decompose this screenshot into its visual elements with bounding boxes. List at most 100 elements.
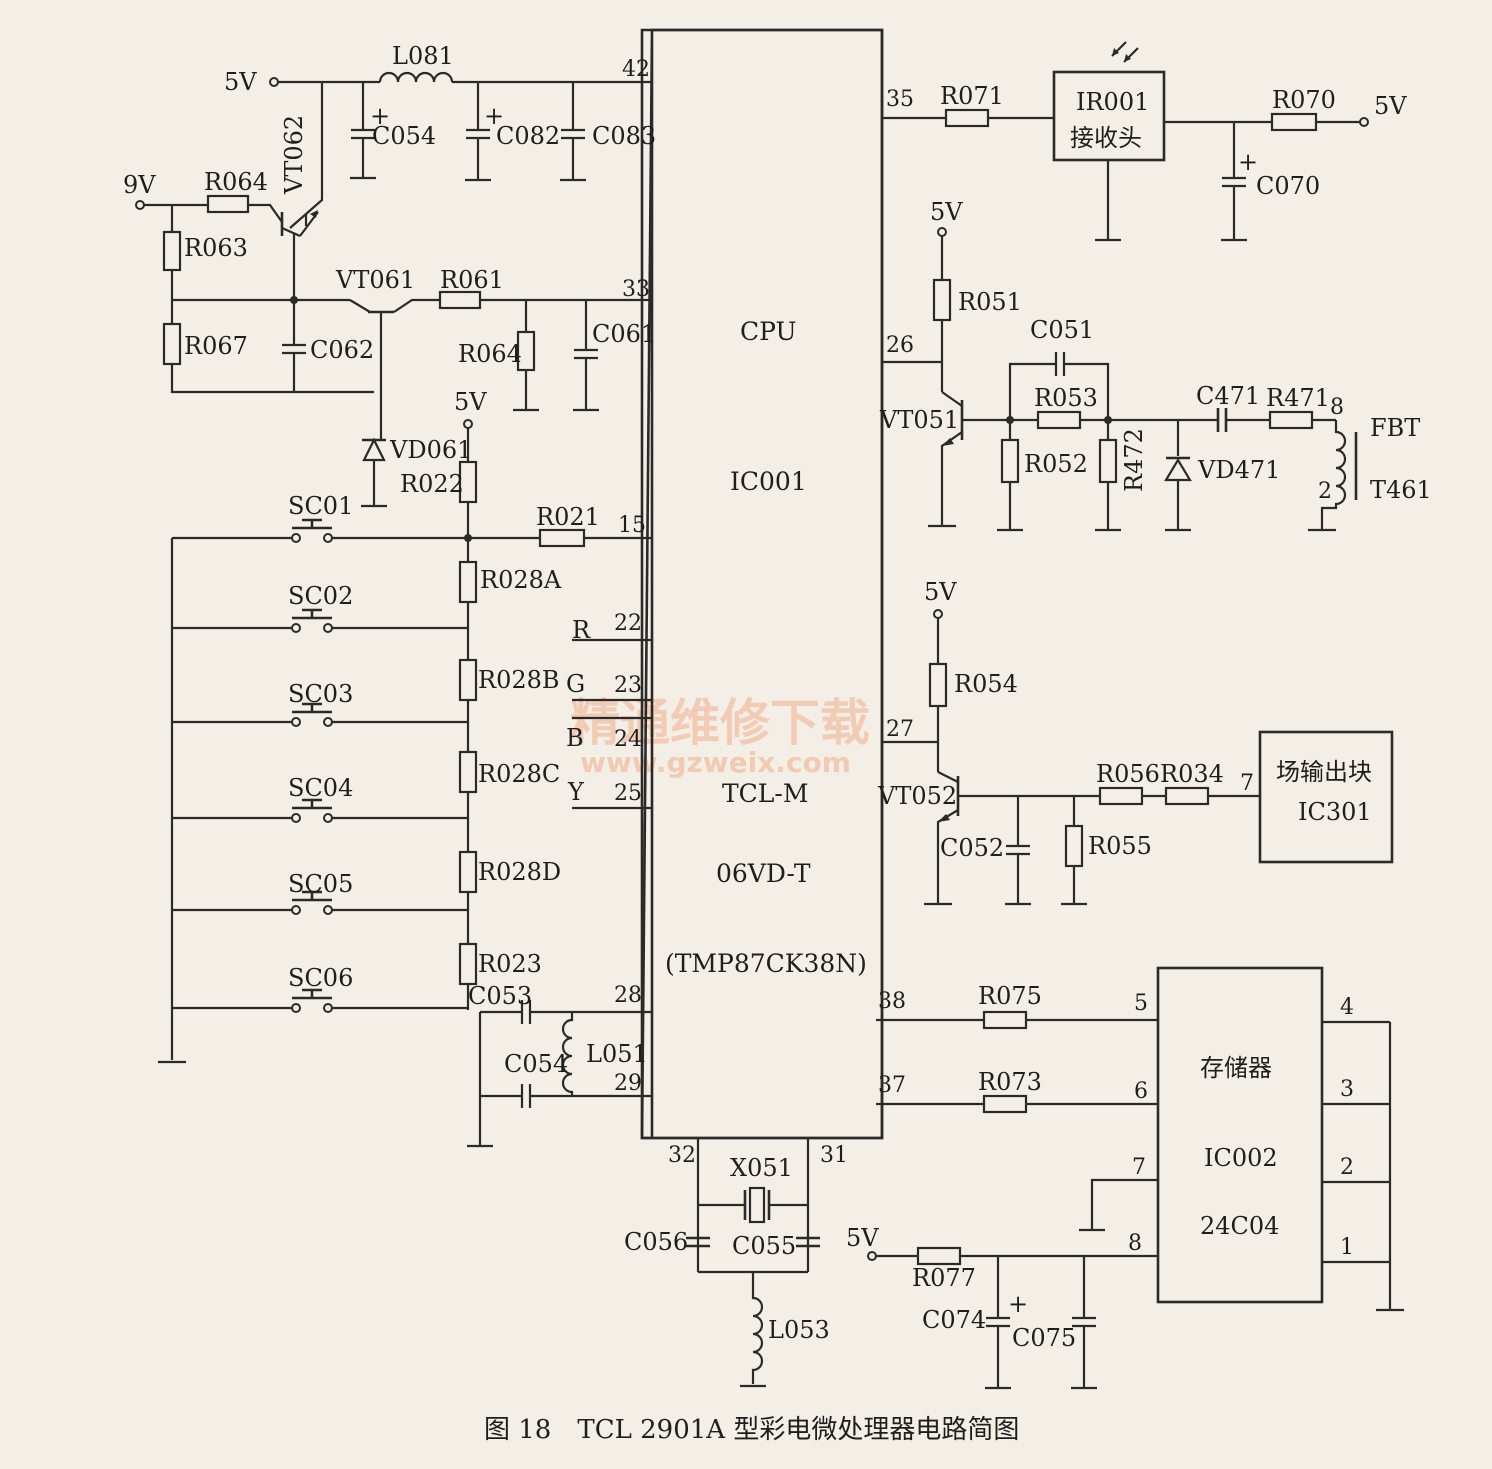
ic301-line2: IC301	[1298, 798, 1372, 826]
pin-29: 29	[614, 1071, 642, 1096]
crystal-x051: 32 31 X051 C056 C055 L053	[624, 1138, 848, 1388]
mem-pin-5: 5	[1134, 991, 1148, 1016]
label-vt062: VT062	[280, 115, 308, 195]
pin-25: 25	[614, 781, 642, 806]
label-c062: C062	[310, 336, 374, 364]
label-c055: C055	[732, 1232, 796, 1260]
supply-5v-eeprom: 5V	[846, 1224, 879, 1252]
label-r073: R073	[978, 1068, 1042, 1096]
pin-28: 28	[614, 983, 642, 1008]
label-c061: C061	[592, 320, 656, 348]
pin-26: 26	[886, 333, 914, 358]
label-r070: R070	[1272, 86, 1336, 114]
mem-pin-1: 1	[1340, 1235, 1354, 1260]
supply-5v-top: 5V	[224, 68, 257, 96]
ir001-line2: 接收头	[1070, 124, 1142, 152]
mem-pin-3: 3	[1340, 1077, 1354, 1102]
pin-42: 42	[622, 57, 650, 82]
eeprom-section: 38 R075 5 37 R073 6 7 5V R077 8 + C074 C…	[846, 966, 1404, 1390]
pin-24: 24	[614, 727, 642, 752]
label-r022: R022	[400, 470, 464, 498]
pin-33: 33	[622, 277, 650, 302]
rgb-inputs: R 22 G 23 B 24 Y 25	[566, 611, 652, 810]
ic001-line1: CPU	[740, 317, 797, 346]
label-r077: R077	[912, 1264, 976, 1292]
watermark-url: www.gzweix.com	[580, 746, 851, 779]
ic001-cpu: CPU IC001 TCL-M 06VD-T (TMP87CK38N)	[640, 28, 884, 1140]
ic301-pin-7: 7	[1240, 771, 1254, 796]
label-r471: R471	[1266, 384, 1330, 412]
label-c056: C056	[624, 1228, 688, 1256]
label-vt052: VT052	[877, 782, 957, 810]
key-switch-matrix: 5V R022 R021 15 R028A R028B R028C R028D …	[158, 388, 652, 1064]
label-l053: L053	[768, 1316, 830, 1344]
ic001-line4: 06VD-T	[716, 859, 811, 888]
ic001-line2: IC001	[730, 467, 807, 496]
label-r061: R061	[440, 266, 504, 294]
label-r472: R472	[1120, 428, 1148, 492]
label-sc06: SC06	[288, 964, 353, 992]
label-sc05: SC05	[288, 870, 353, 898]
label-r055: R055	[1088, 832, 1152, 860]
mem-pin-2: 2	[1340, 1155, 1354, 1180]
supply-5v-key: 5V	[454, 388, 487, 416]
label-c082: C082	[496, 122, 560, 150]
label-sc01: SC01	[288, 492, 353, 520]
pin-15: 15	[618, 513, 646, 538]
vt051-section: 5V R051 26 VT051 C051 R053 R052 R472 VD4…	[879, 198, 1432, 532]
ic002-line2: IC002	[1204, 1144, 1278, 1172]
label-r021: R021	[536, 503, 600, 531]
power-supply-section: 5V L081 C054 + C082 + C083 42 VT062 9V R…	[123, 42, 656, 508]
figure-caption: 图 18 TCL 2901A 型彩电微处理器电路简图	[484, 1415, 1019, 1445]
supply-5v-ir: 5V	[1374, 92, 1407, 120]
label-sc03: SC03	[288, 680, 353, 708]
signal-r: R	[572, 616, 591, 644]
l051-tank: C053 C054 L051 28 29	[467, 982, 652, 1148]
label-r063: R063	[184, 234, 248, 262]
svg-text:+: +	[484, 102, 504, 130]
pin-37: 37	[878, 1073, 906, 1098]
label-c083: C083	[592, 122, 656, 150]
pin-35: 35	[886, 87, 914, 112]
pin-32: 32	[668, 1143, 696, 1168]
label-r028c: R028C	[478, 760, 560, 788]
label-sc04: SC04	[288, 774, 353, 802]
label-r028d: R028D	[478, 858, 561, 886]
label-c070: C070	[1256, 172, 1320, 200]
pin-38: 38	[878, 989, 906, 1014]
label-r064-top: R064	[204, 168, 268, 196]
signal-y: Y	[567, 778, 585, 806]
mem-pin-6: 6	[1134, 1079, 1148, 1104]
label-c074: C074	[922, 1306, 986, 1334]
pin-22: 22	[614, 611, 642, 636]
label-r052: R052	[1024, 450, 1088, 478]
svg-text:+: +	[370, 102, 390, 130]
mem-pin-8: 8	[1128, 1231, 1142, 1256]
label-r075: R075	[978, 982, 1042, 1010]
label-c053: C053	[468, 982, 532, 1010]
vt052-section: 5V R054 27 VT052 C052 R055 R056 R034 7 场…	[877, 578, 1394, 906]
label-r064-low: R064	[458, 340, 522, 368]
ir001-line1: IR001	[1076, 88, 1149, 116]
label-c054-low: C054	[504, 1050, 568, 1078]
label-r067: R067	[184, 332, 248, 360]
label-c471: C471	[1196, 382, 1260, 410]
fbt-pin-8: 8	[1330, 395, 1344, 420]
svg-text:+: +	[1238, 148, 1258, 176]
label-r028b: R028B	[478, 666, 560, 694]
label-sc02: SC02	[288, 582, 353, 610]
svg-text:+: +	[1008, 1290, 1028, 1318]
supply-9v: 9V	[123, 171, 156, 199]
label-r034: R034	[1160, 760, 1224, 788]
label-r071: R071	[940, 82, 1004, 110]
ic301-line1: 场输出块	[1276, 758, 1372, 786]
supply-5v-vt052: 5V	[924, 578, 957, 606]
ir-receiver-section: 35 R071 IR001 接收头 R070 5V + C070	[882, 41, 1407, 242]
ic002-line3: 24C04	[1200, 1212, 1279, 1240]
label-r053: R053	[1034, 384, 1098, 412]
label-c075: C075	[1012, 1324, 1076, 1352]
label-r054: R054	[954, 670, 1018, 698]
supply-5v-vt051: 5V	[930, 198, 963, 226]
label-r028a: R028A	[480, 566, 562, 594]
